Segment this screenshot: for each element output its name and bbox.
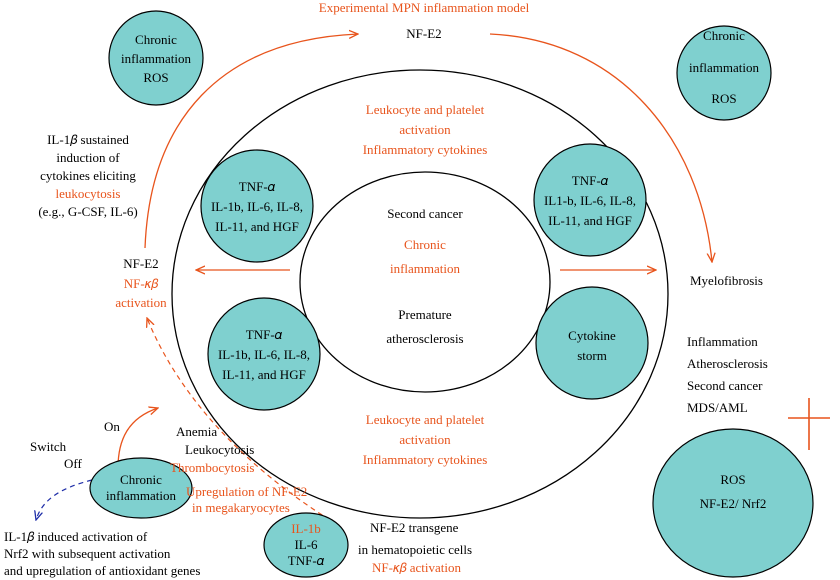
ring-top-line2: activation xyxy=(399,122,451,137)
cul-line2: IL-1b, IL-6, IL-8, xyxy=(211,199,303,214)
cytokine-circle-upper-right xyxy=(533,143,647,257)
ring-bottom-line1: Leukocyte and platelet xyxy=(366,412,485,427)
bottom-left-note-line2: Nrf2 with subsequent activation xyxy=(4,546,171,561)
finding-upregulation-line2: in megakaryocytes xyxy=(192,500,290,515)
ring-bottom-line2: activation xyxy=(399,432,451,447)
left-note-line4: leukocytosis xyxy=(56,186,121,201)
outcome-inflammation: Inflammation xyxy=(687,334,758,349)
switch-off-dashed-arrow xyxy=(36,479,93,520)
cll-line1: TNF-𝛼 xyxy=(246,327,283,342)
switch-on-label: On xyxy=(104,419,120,434)
left-note-line5: (e.g., G-CSF, IL-6) xyxy=(38,204,137,219)
inner-second-cancer: Second cancer xyxy=(387,206,463,221)
cll-line3: IL-11, and HGF xyxy=(222,367,306,382)
switch-inflammation: inflammation xyxy=(106,488,177,503)
ros-line1: ROS xyxy=(720,472,745,487)
ros-line2: NF-E2/ Nrf2 xyxy=(700,496,767,511)
switch-off-label: Off xyxy=(64,456,82,471)
model-title: Experimental MPN inflammation model xyxy=(319,0,530,15)
left-note-line2: induction of xyxy=(56,150,120,165)
left-note-line3: cytokines eliciting xyxy=(40,168,136,183)
top-right-circle-line3: ROS xyxy=(711,91,736,106)
switch-on-arrow xyxy=(117,408,158,469)
cur-line3: IL-11, and HGF xyxy=(548,213,632,228)
myelofibrosis-label: Myelofibrosis xyxy=(690,273,763,288)
cytokine-circle-lower-left xyxy=(207,297,321,411)
switch-label: Switch xyxy=(30,439,67,454)
top-left-circle-line2: inflammation xyxy=(121,51,192,66)
top-right-circle xyxy=(676,25,772,121)
left-nfkb-label: NF-𝜅𝛽 xyxy=(124,276,159,291)
top-right-circle-line1: Chronic xyxy=(703,28,745,43)
bottom-small-circle xyxy=(263,512,349,578)
cytokine-storm-line2: storm xyxy=(577,348,607,363)
ring-top-line1: Leukocyte and platelet xyxy=(366,102,485,117)
finding-anemia: Anemia xyxy=(176,424,217,439)
finding-leukocytosis: Leukocytosis xyxy=(185,442,254,457)
top-right-circle-line2: inflammation xyxy=(689,60,760,75)
bottom-circle-tnf: TNF-𝛼 xyxy=(288,553,325,568)
transgene-line2: in hematopoietic cells xyxy=(358,542,472,557)
inner-inflammation: inflammation xyxy=(390,261,461,276)
outcome-mds-aml: MDS/AML xyxy=(687,400,748,415)
top-nfe2-label: NF-E2 xyxy=(406,26,441,41)
bottom-left-note-line1: IL-1𝛽 induced activation of xyxy=(4,529,148,544)
ring-top-line3: Inflammatory cytokines xyxy=(363,142,488,157)
top-left-circle-line1: Chronic xyxy=(135,32,177,47)
inner-atherosclerosis: atherosclerosis xyxy=(386,331,463,346)
finding-upregulation-line1: Upregulation of NF-E2 xyxy=(186,484,307,499)
ring-bottom-line3: Inflammatory cytokines xyxy=(363,452,488,467)
transgene-line3: NF-𝜅𝛽 activation xyxy=(372,560,462,575)
arrow-top-to-myelofibrosis xyxy=(489,33,712,262)
bottom-left-note-line3: and upregulation of antioxidant genes xyxy=(4,563,200,578)
left-activation-label: activation xyxy=(115,295,167,310)
outcome-atherosclerosis: Atherosclerosis xyxy=(687,356,768,371)
inner-chronic: Chronic xyxy=(404,237,446,252)
inner-premature: Premature xyxy=(398,307,452,322)
cur-line2: IL1-b, IL-6, IL-8, xyxy=(544,193,636,208)
cur-line1: TNF-𝛼 xyxy=(572,173,609,188)
cytokine-storm-line1: Cytokine xyxy=(568,328,616,343)
cll-line2: IL-1b, IL-6, IL-8, xyxy=(218,347,310,362)
cul-line1: TNF-𝛼 xyxy=(239,179,276,194)
ros-circle xyxy=(652,428,814,578)
cytokine-storm-circle xyxy=(535,286,649,400)
switch-chronic-circle xyxy=(89,457,193,519)
cul-line3: IL-11, and HGF xyxy=(215,219,299,234)
cytokine-circle-upper-left xyxy=(200,149,314,263)
dashed-arrow-to-activation xyxy=(147,318,331,521)
inner-circle xyxy=(299,171,551,393)
outcome-second-cancer: Second cancer xyxy=(687,378,763,393)
bottom-circle-il6: IL-6 xyxy=(294,537,318,552)
top-left-circle xyxy=(108,10,204,106)
switch-chronic: Chronic xyxy=(120,472,162,487)
bottom-circle-il1b: IL-1b xyxy=(291,521,321,536)
arrow-nfe2-to-top xyxy=(144,34,358,249)
left-nfe2-label: NF-E2 xyxy=(123,256,158,271)
left-note-line1: IL-1𝛽 sustained xyxy=(47,132,129,147)
top-left-circle-line3: ROS xyxy=(143,70,168,85)
transgene-line1: NF-E2 transgene xyxy=(370,520,459,535)
outer-ring xyxy=(171,69,669,519)
finding-thrombocytosis: Thrombocytosis xyxy=(170,460,255,475)
